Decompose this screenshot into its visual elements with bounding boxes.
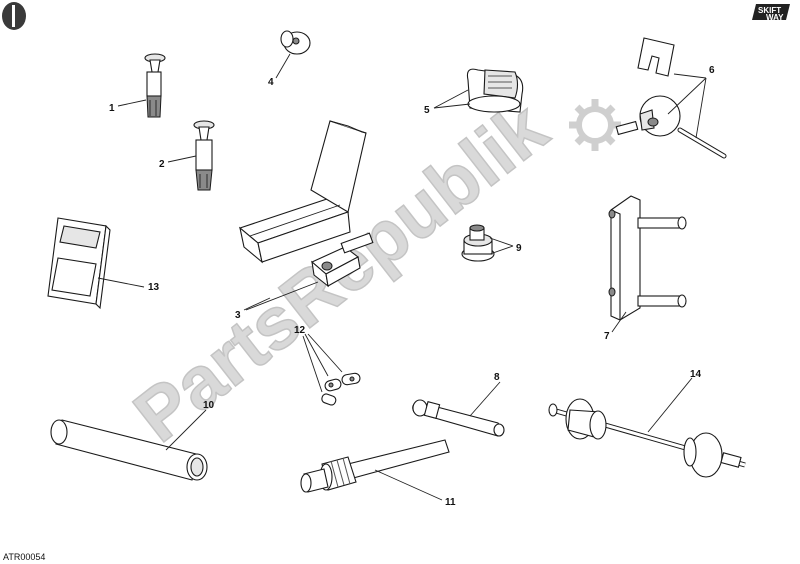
callout-4: 4	[268, 77, 274, 88]
tool-9-fitting	[461, 224, 495, 262]
tool-10-tube	[50, 419, 208, 481]
tool-3-wrench	[310, 232, 374, 288]
tool-1-clamp	[144, 53, 166, 118]
tool-5-bushing	[466, 68, 524, 113]
callout-9: 9	[516, 243, 522, 254]
callout-labels: 1 2 3 4 5 6 7 8 9 10 11 12 13 14	[109, 65, 715, 508]
brand-logo: SKIFT WAY	[752, 4, 790, 22]
logo-line2: WAY	[766, 13, 784, 22]
watermark-gear-icon	[569, 99, 621, 151]
corner-tab-icon	[2, 2, 26, 30]
callout-12: 12	[294, 325, 306, 336]
tool-12-chain-links	[321, 372, 361, 406]
tool-6-puller	[615, 37, 727, 159]
callout-13: 13	[148, 282, 160, 293]
leader-lines	[97, 53, 707, 501]
tool-13-tester	[47, 217, 111, 310]
callout-10: 10	[203, 400, 215, 411]
tool-7-bracket	[608, 195, 687, 321]
tool-4-sleeve	[280, 30, 311, 55]
callout-11: 11	[445, 497, 456, 508]
tool-2-clamp	[193, 120, 215, 191]
tool-3-case	[238, 120, 367, 264]
logo-line1: SKIFT	[758, 6, 781, 15]
callout-2: 2	[159, 159, 165, 170]
callout-1: 1	[109, 103, 115, 114]
callout-3: 3	[235, 310, 241, 321]
callout-8: 8	[494, 372, 500, 383]
callout-5: 5	[424, 105, 430, 116]
callout-7: 7	[604, 331, 610, 342]
callout-6: 6	[709, 65, 715, 76]
tool-11-rod	[300, 439, 450, 493]
callout-14: 14	[690, 369, 702, 380]
drawing-code: ATR00054	[3, 552, 45, 562]
tool-8-pin	[412, 399, 505, 437]
tool-14-shaft	[548, 398, 746, 478]
